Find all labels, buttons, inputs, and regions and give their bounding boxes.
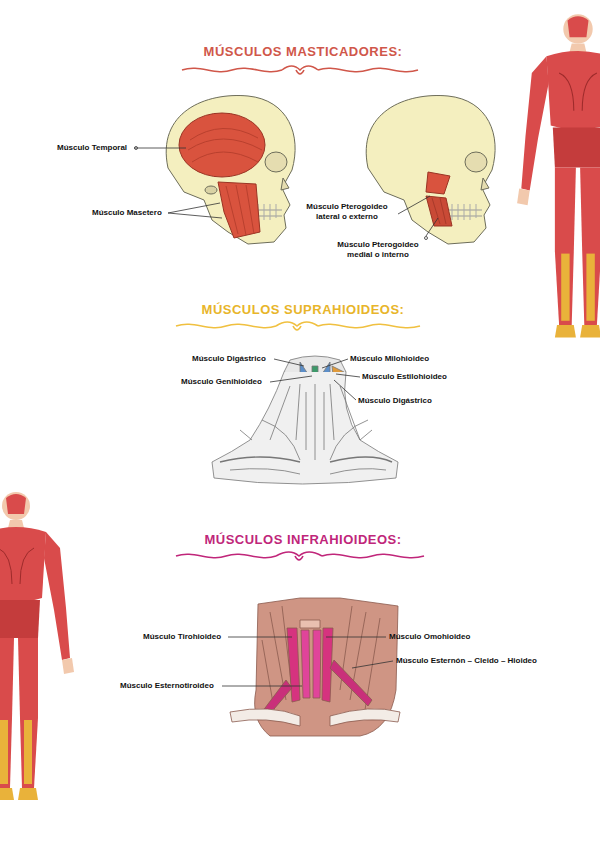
- section-heading: MÚSCULOS INFRAHIOIDEOS:: [3, 532, 600, 547]
- part-label: Músculo Estilohioideo: [362, 372, 447, 382]
- part-label: Músculo Omohioideo: [389, 632, 470, 642]
- part-label: Músculo Temporal: [57, 143, 127, 153]
- part-label: Músculo Genihioideo: [181, 377, 262, 387]
- part-label: Músculo Pterogoideo medial o interno: [326, 240, 430, 260]
- part-label: Músculo Tirohioideo: [143, 632, 221, 642]
- part-label: Músculo Esternón – Cleido – Hioideo: [396, 656, 537, 666]
- part-label: Músculo Digástrico: [358, 396, 432, 406]
- part-label: Músculo Milohioideo: [350, 354, 429, 364]
- section-heading: MÚSCULOS MASTICADORES:: [3, 44, 600, 59]
- part-label: Músculo Pterogoideo lateral o externo: [298, 202, 396, 222]
- part-label: Músculo Digástrico: [192, 354, 266, 364]
- part-label: Músculo Masetero: [92, 208, 162, 218]
- section-heading: MÚSCULOS SUPRAHIOIDEOS:: [3, 302, 600, 317]
- part-label: Músculo Esternotiroideo: [120, 681, 214, 691]
